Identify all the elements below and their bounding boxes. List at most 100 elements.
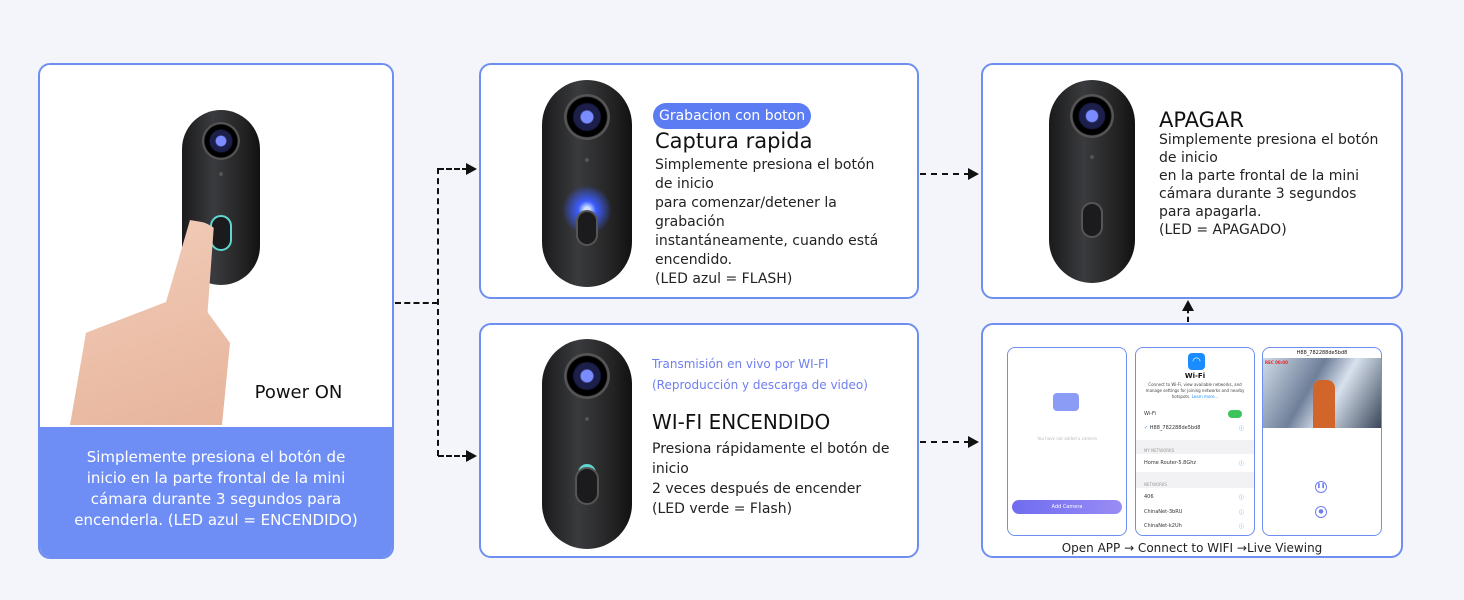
network-row[interactable]: ✓ H88_782288de5bd8 ⓘ bbox=[1144, 425, 1248, 432]
network-name: H88_782288de5bd8 bbox=[1149, 425, 1201, 431]
lens bbox=[1070, 94, 1114, 138]
text-line: inicio bbox=[652, 461, 689, 477]
network-row[interactable]: ChinaNet-k2Uh ⓘ bbox=[1144, 523, 1248, 530]
text-line: cámara durante 3 segundos bbox=[1159, 186, 1357, 202]
text-line: (LED = APAGADO) bbox=[1159, 222, 1287, 238]
connector-line bbox=[437, 168, 439, 456]
camera-illustration bbox=[1053, 393, 1079, 411]
wifi-description: Connect to Wi-Fi, view available network… bbox=[1144, 382, 1246, 400]
live-title: H88_782288de5bd8 bbox=[1296, 350, 1348, 356]
mic-dot bbox=[1090, 155, 1094, 159]
text-line: de inicio bbox=[1159, 150, 1218, 166]
mic-dot bbox=[219, 172, 223, 176]
text-line: Simplemente presiona el botón bbox=[1159, 132, 1379, 148]
camera-image bbox=[542, 80, 632, 287]
camera-image bbox=[1049, 80, 1135, 283]
power-off-card: APAGAR Simplemente presiona el botón de … bbox=[981, 63, 1403, 299]
climber-figure bbox=[1313, 380, 1335, 428]
text-line: en la parte frontal de la mini bbox=[1159, 168, 1360, 184]
section-header: NETWORKS bbox=[1144, 482, 1168, 487]
my-networks-section bbox=[1136, 440, 1254, 454]
info-icon[interactable]: ⓘ bbox=[1238, 510, 1244, 516]
info-icon[interactable]: ⓘ bbox=[1238, 461, 1244, 467]
power-button-graphic bbox=[576, 210, 598, 246]
text-line: (LED verde = Flash) bbox=[652, 501, 793, 517]
power-on-label: Power ON bbox=[230, 374, 367, 412]
mic-dot bbox=[585, 158, 589, 162]
capture-text: Simplemente presiona el botón de inicio … bbox=[655, 156, 878, 289]
network-row[interactable]: Home Router-5.8Ghz ⓘ bbox=[1144, 460, 1248, 467]
text-line: (LED azul = FLASH) bbox=[655, 271, 793, 287]
power-on-card: Power ON Simplemente presiona el botón d… bbox=[38, 63, 394, 559]
text-line: instantáneamente, cuando está bbox=[655, 233, 879, 249]
connector-line bbox=[438, 455, 468, 457]
capture-badge: Grabacion con boton bbox=[653, 103, 812, 129]
network-row[interactable]: 406 ⓘ bbox=[1144, 494, 1248, 501]
wifi-title: WI-FI ENCENDIDO bbox=[652, 410, 831, 434]
wifi-icon: ◠ bbox=[1188, 353, 1205, 370]
text-line: 2 veces después de encender bbox=[652, 481, 862, 497]
info-icon[interactable]: ⓘ bbox=[1238, 524, 1244, 530]
wifi-toggle-row: Wi-Fi bbox=[1144, 410, 1248, 418]
phone-screen-live: H88_782288de5bd8 REC 00:00 ❚❚ ● bbox=[1262, 347, 1382, 536]
power-off-title: APAGAR bbox=[1159, 108, 1244, 132]
lens bbox=[564, 353, 610, 399]
capture-card: Grabacion con boton Captura rapida Simpl… bbox=[479, 63, 919, 299]
power-button-graphic bbox=[575, 467, 599, 505]
info-icon[interactable]: ⓘ bbox=[1238, 495, 1244, 501]
hand-graphic bbox=[70, 220, 230, 425]
wifi-toggle[interactable] bbox=[1228, 410, 1242, 418]
app-card: You have not added a camera Add Camera ◠… bbox=[981, 323, 1403, 558]
desc-text: Connect to Wi-Fi, view available network… bbox=[1145, 382, 1245, 399]
mic-dot bbox=[585, 417, 589, 421]
network-name: ChinaNet-k2Uh bbox=[1144, 523, 1182, 529]
lens bbox=[202, 122, 240, 160]
empty-text: You have not added a camera bbox=[1037, 436, 1097, 441]
connector-line bbox=[920, 173, 970, 175]
add-camera-button[interactable]: Add Camera bbox=[1012, 500, 1122, 514]
text-line: encendido. bbox=[655, 252, 733, 268]
connector-line bbox=[438, 168, 468, 170]
camera-image bbox=[542, 339, 632, 549]
snapshot-button[interactable]: ● bbox=[1315, 506, 1327, 518]
wifi-subtitle-2: (Reproducción y descarga de video) bbox=[652, 378, 868, 392]
power-on-description: Simplemente presiona el botón de inicio … bbox=[40, 427, 392, 557]
live-video: REC 00:00 bbox=[1263, 358, 1381, 428]
text-line: Presiona rápidamente el botón de bbox=[652, 441, 890, 457]
wifi-subtitle-1: Transmisión en vivo por WI-FI bbox=[652, 357, 829, 371]
learn-more-link[interactable]: Learn more... bbox=[1191, 394, 1219, 399]
lens bbox=[564, 94, 610, 140]
text-line: de inicio bbox=[655, 176, 714, 192]
arrow-right-icon bbox=[968, 436, 979, 448]
wifi-screen-title: Wi-Fi bbox=[1184, 372, 1206, 380]
network-row[interactable]: ChinaNet-3bRU ⓘ bbox=[1144, 509, 1248, 516]
networks-section bbox=[1136, 472, 1254, 488]
pause-button[interactable]: ❚❚ bbox=[1315, 481, 1327, 493]
connector-line bbox=[1187, 308, 1189, 322]
network-name: Home Router-5.8Ghz bbox=[1144, 460, 1197, 466]
text-line: Simplemente presiona el botón bbox=[655, 157, 875, 173]
network-name: 406 bbox=[1144, 494, 1154, 500]
phone-screen-wifi: ◠ Wi-Fi Connect to Wi-Fi, view available… bbox=[1135, 347, 1255, 536]
rec-indicator: REC 00:00 bbox=[1265, 360, 1288, 365]
wifi-card: Transmisión en vivo por WI-FI (Reproducc… bbox=[479, 323, 919, 558]
arrow-right-icon bbox=[466, 163, 477, 175]
arrow-up-icon bbox=[1182, 300, 1194, 311]
info-icon[interactable]: ⓘ bbox=[1238, 426, 1244, 432]
text-line: grabación bbox=[655, 214, 725, 230]
wifi-text: Presiona rápidamente el botón de inicio … bbox=[652, 439, 889, 519]
arrow-right-icon bbox=[968, 168, 979, 180]
connector-line bbox=[395, 302, 438, 304]
network-name: ChinaNet-3bRU bbox=[1144, 509, 1183, 515]
text-line: para comenzar/detener la bbox=[655, 195, 837, 211]
phone-screen-app: You have not added a camera Add Camera bbox=[1007, 347, 1127, 536]
app-caption: Open APP → Connect to WIFI →Live Viewing bbox=[1061, 541, 1323, 555]
text-line: para apagarla. bbox=[1159, 204, 1262, 220]
capture-title: Captura rapida bbox=[655, 129, 813, 153]
power-off-text: Simplemente presiona el botón de inicio … bbox=[1159, 131, 1378, 239]
arrow-right-icon bbox=[466, 450, 477, 462]
section-header: MY NETWORKS bbox=[1144, 448, 1175, 453]
connector-line bbox=[920, 441, 970, 443]
power-button-graphic bbox=[1081, 202, 1103, 238]
check-icon: ✓ bbox=[1144, 425, 1150, 431]
